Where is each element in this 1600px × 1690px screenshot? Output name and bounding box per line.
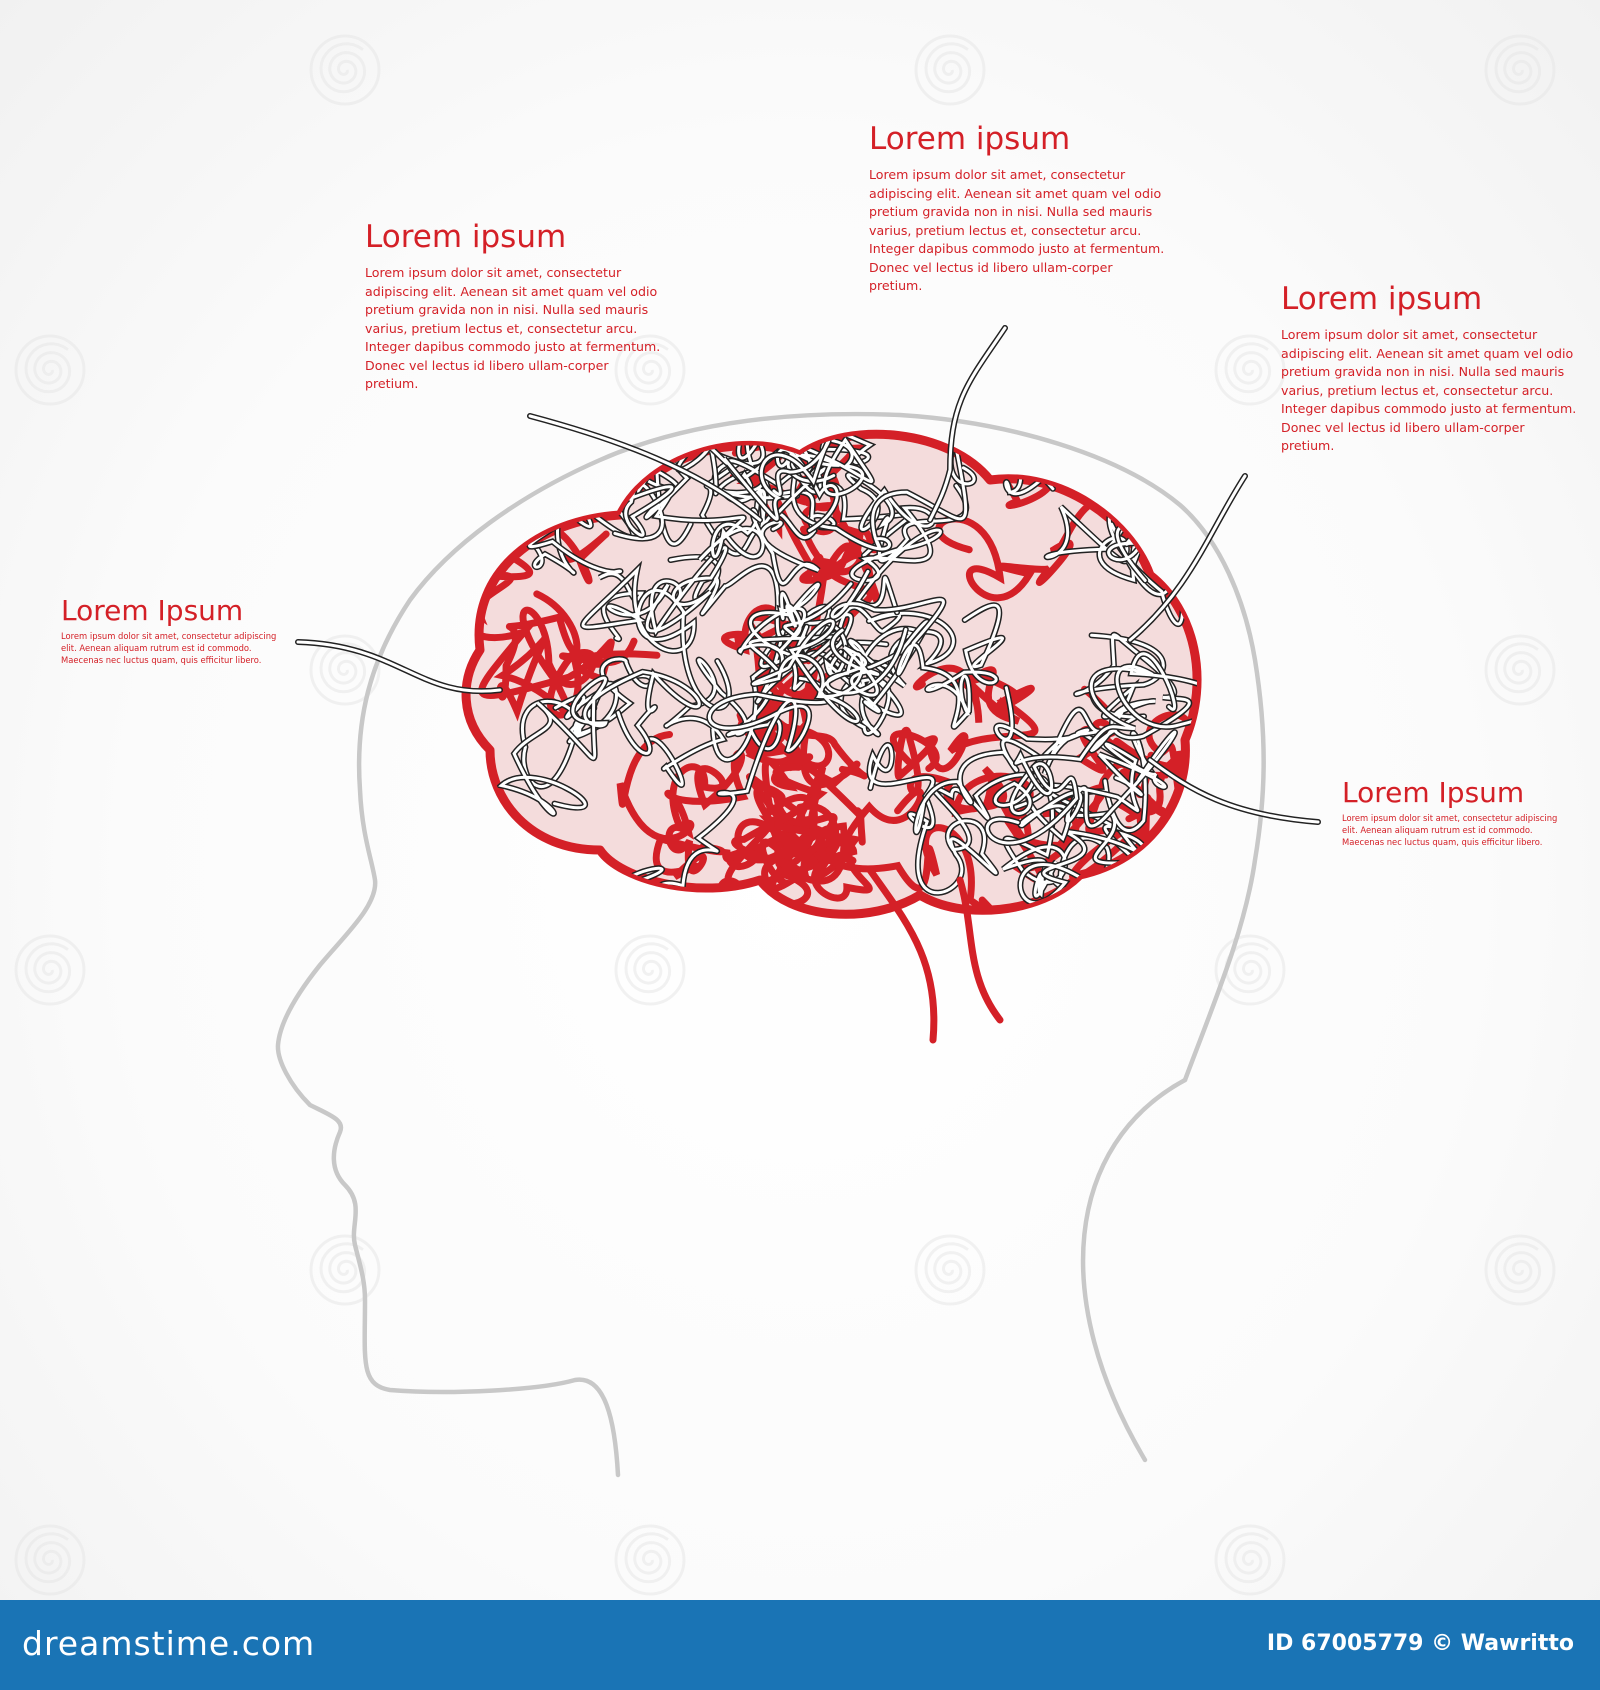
spiral-watermark-icon	[1484, 34, 1556, 106]
callout-title: Lorem Ipsum	[61, 594, 244, 627]
wire-core	[830, 570, 1005, 729]
callout-title: Lorem Ipsum	[1342, 776, 1525, 809]
wire-core	[1074, 633, 1191, 752]
spiral-watermark-icon	[614, 934, 686, 1006]
spiral-watermark-icon	[14, 334, 86, 406]
callout-body: Lorem ipsum dolor sit amet, consectetur …	[869, 167, 1165, 293]
tangled-brain	[295, 325, 1321, 1044]
callout-right: Lorem Ipsum Lorem ipsum dolor sit amet, …	[1342, 776, 1562, 848]
wire-core	[1128, 474, 1247, 642]
wire-core	[914, 686, 1102, 834]
spiral-watermark-icon	[14, 934, 86, 1006]
spiral-watermark-icon	[1214, 934, 1286, 1006]
red-fiber	[935, 434, 1133, 602]
callout-top: Lorem ipsum Lorem ipsum dolor sit amet, …	[869, 120, 1169, 296]
callout-title: Lorem ipsum	[365, 219, 567, 255]
wire-core	[928, 326, 1007, 522]
spiral-watermark-icon	[614, 334, 686, 406]
callout-upper-right: Lorem ipsum Lorem ipsum dolor sit amet, …	[1281, 280, 1581, 456]
head-brain-illustration	[14, 34, 1556, 1596]
callout-body: Lorem ipsum dolor sit amet, consectetur …	[1281, 327, 1577, 453]
wire-core	[296, 640, 502, 693]
watermark-layer	[14, 34, 1556, 1596]
wire-core	[738, 582, 853, 676]
wire-core	[1148, 758, 1320, 824]
wire-core	[699, 434, 912, 557]
wire-core	[751, 619, 908, 723]
red-fiber	[466, 492, 661, 699]
callout-title: Lorem ipsum	[869, 121, 1071, 157]
spiral-watermark-icon	[309, 634, 381, 706]
wire-core	[581, 546, 731, 710]
brain-stem-right	[956, 876, 1004, 1024]
brain-stem-left	[866, 866, 938, 1044]
spiral-watermark-icon	[1214, 334, 1286, 406]
spiral-watermark-icon	[309, 34, 381, 106]
image-id-credit: ID 67005779 © Wawritto	[1266, 1631, 1574, 1656]
stock-footer-bar: dreamstime.com ID 67005779 © Wawritto	[0, 1600, 1600, 1690]
wire-core	[1019, 730, 1177, 842]
red-fiber	[772, 763, 1001, 915]
wire-core	[985, 652, 1198, 845]
spiral-watermark-icon	[614, 1524, 686, 1596]
spiral-watermark-icon	[914, 34, 986, 106]
spiral-watermark-icon	[914, 1234, 986, 1306]
head-outline	[275, 411, 1266, 1478]
spiral-watermark-icon	[14, 1524, 86, 1596]
wire-core	[528, 414, 762, 522]
callout-upper-left: Lorem ipsum Lorem ipsum dolor sit amet, …	[365, 218, 665, 394]
callout-title: Lorem ipsum	[1281, 281, 1483, 317]
callout-body: Lorem ipsum dolor sit amet, consectetur …	[1342, 813, 1558, 847]
illustration-canvas: Lorem ipsum Lorem ipsum dolor sit amet, …	[0, 0, 1600, 1600]
wire-core	[1018, 730, 1159, 905]
callout-body: Lorem ipsum dolor sit amet, consectetur …	[61, 631, 277, 665]
spiral-watermark-icon	[1214, 1524, 1286, 1596]
spiral-watermark-icon	[1484, 634, 1556, 706]
wire-core	[498, 670, 701, 816]
wire-tails	[295, 325, 1321, 825]
spiral-watermark-icon	[1484, 1234, 1556, 1306]
wire-core	[785, 605, 955, 691]
dreamstime-logo: dreamstime.com	[22, 1624, 316, 1663]
spiral-watermark-icon	[309, 1234, 381, 1306]
callout-left: Lorem Ipsum Lorem ipsum dolor sit amet, …	[61, 594, 281, 666]
red-fiber	[493, 590, 638, 722]
callout-body: Lorem ipsum dolor sit amet, consectetur …	[365, 265, 661, 391]
neck-outline	[1080, 1077, 1188, 1463]
